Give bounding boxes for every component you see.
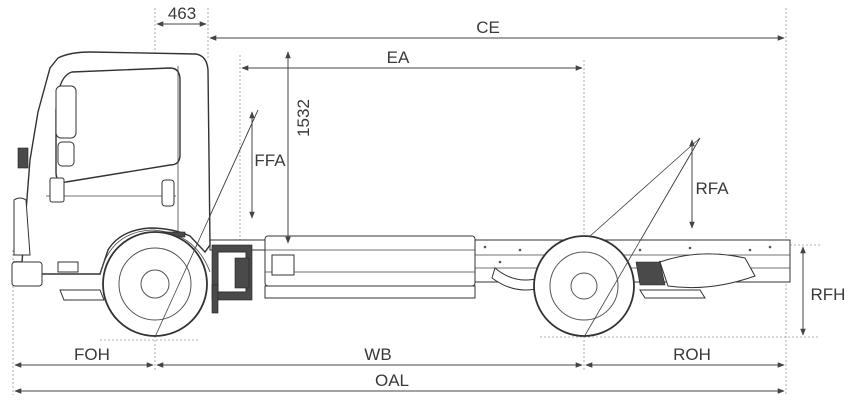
- label-ffa: FFA: [254, 151, 286, 170]
- label-rfh: RFH: [811, 285, 846, 304]
- engine-components: [211, 244, 253, 314]
- dimension-labels: 463 CE EA 1532 FFA RFA RFH FOH WB ROH OA…: [74, 4, 845, 390]
- dimension-arrows: [14, 21, 806, 394]
- rear-suspension: [491, 253, 756, 299]
- label-ea: EA: [387, 48, 410, 67]
- label-foh: FOH: [74, 345, 110, 364]
- label-463: 463: [168, 4, 196, 23]
- label-1532: 1532: [294, 99, 313, 137]
- fuel-tank: [264, 235, 476, 299]
- rear-wheel: [533, 235, 635, 337]
- cab: [11, 51, 211, 301]
- label-ce: CE: [476, 18, 500, 37]
- label-wb: WB: [364, 345, 391, 364]
- label-oal: OAL: [375, 371, 409, 390]
- front-wheel: [102, 231, 208, 337]
- rake-angle-overlay: [154, 109, 701, 338]
- truck-illustration: [11, 51, 791, 337]
- label-roh: ROH: [673, 345, 711, 364]
- label-rfa: RFA: [695, 179, 729, 198]
